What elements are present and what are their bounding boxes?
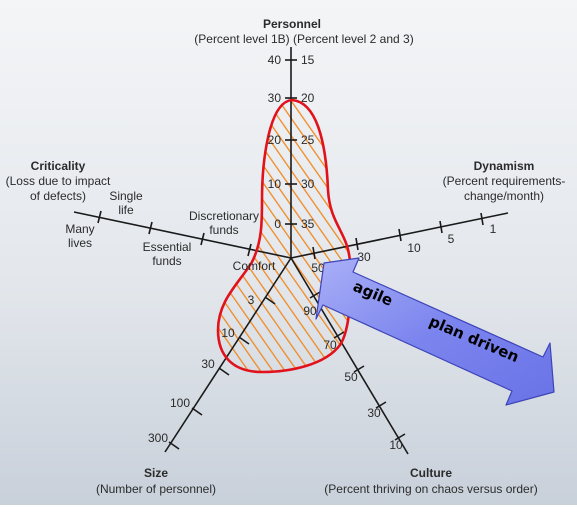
personnel-tick-left-1: 30 — [268, 91, 282, 105]
culture-subtitle: (Percent thriving on chaos versus order) — [324, 482, 537, 496]
culture-tick-0: 90 — [303, 304, 317, 318]
personnel-tick-left-2: 20 — [268, 133, 282, 147]
culture-axis — [290, 257, 409, 455]
personnel-tick-left-3: 10 — [268, 177, 282, 191]
criticality-subtitle-line1: (Loss due to impact — [6, 174, 111, 188]
criticality-tick-single-life-2: life — [118, 203, 134, 217]
criticality-tick-comfort: Comfort — [233, 259, 276, 273]
size-title: Size — [144, 466, 168, 480]
axes — [73, 47, 509, 455]
dynamism-title: Dynamism — [474, 159, 535, 173]
criticality-axis — [73, 211, 292, 259]
dynamism-tick-0: 50 — [311, 261, 325, 275]
tick-marks — [97, 59, 484, 450]
size-subtitle: (Number of personnel) — [96, 482, 216, 496]
personnel-tick-right-0: 15 — [301, 53, 315, 67]
culture-tick-2: 50 — [344, 370, 358, 384]
criticality-tick-many-lives-1: Many — [65, 222, 94, 236]
criticality-tick-discretionary-funds-1: Discretionary — [189, 209, 259, 223]
dynamism-subtitle-line1: (Percent requirements- — [443, 174, 566, 188]
dynamism-tick-1: 30 — [357, 250, 371, 264]
personnel-tick-left-4: 0 — [274, 217, 281, 231]
dynamism-tick-3: 5 — [448, 232, 455, 246]
bottom-strip — [0, 505, 577, 516]
size-tick-0: 3 — [248, 293, 255, 307]
criticality-tick-discretionary-funds-2: funds — [209, 223, 238, 237]
personnel-tick-right-3: 30 — [301, 177, 315, 191]
personnel-tick-right-2: 25 — [301, 133, 315, 147]
dynamism-tick-4: 1 — [490, 222, 497, 236]
culture-tick-3: 30 — [367, 406, 381, 420]
double-arrow-shape — [315, 257, 555, 406]
criticality-tick-single-life-1: Single — [109, 189, 143, 203]
region-outline — [216, 98, 352, 374]
culture-tick-4: 10 — [389, 438, 403, 452]
shaded-region — [218, 100, 351, 372]
size-tick-2: 30 — [201, 357, 215, 371]
criticality-tick-many-lives-2: lives — [68, 236, 92, 250]
criticality-tick-essential-funds-1: Essential — [143, 240, 192, 254]
culture-title: Culture — [410, 466, 452, 480]
criticality-title: Criticality — [31, 159, 86, 173]
personnel-subtitle: (Percent level 1B) (Percent level 2 and … — [194, 32, 413, 46]
dynamism-subtitle-line2: change/month) — [464, 189, 544, 203]
culture-tick-1: 70 — [323, 338, 337, 352]
criticality-tick-essential-funds-2: funds — [152, 254, 181, 268]
criticality-subtitle-line2: of defects) — [30, 189, 86, 203]
personnel-tick-right-1: 20 — [301, 91, 315, 105]
size-tick-1: 10 — [221, 326, 235, 340]
personnel-tick-right-4: 35 — [301, 217, 315, 231]
dynamism-tick-2: 10 — [407, 241, 421, 255]
size-axis — [164, 257, 292, 453]
size-tick-3: 100 — [170, 396, 190, 410]
size-tick-4: 300 — [148, 431, 168, 445]
personnel-title: Personnel — [263, 17, 321, 31]
personnel-tick-left-0: 40 — [268, 53, 282, 67]
